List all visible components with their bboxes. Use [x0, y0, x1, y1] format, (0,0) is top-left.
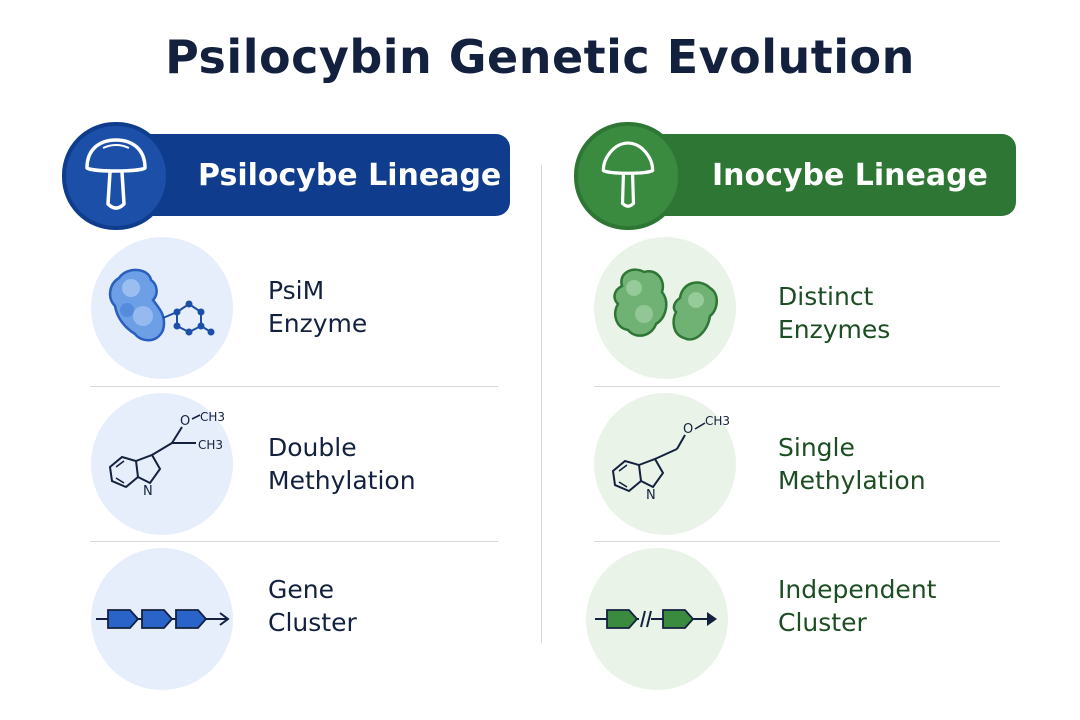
- distinct-enzymes-icon: [613, 268, 718, 341]
- inocybe-header-label: Inocybe Lineage: [712, 157, 988, 193]
- psilocybe-header-circle: [62, 122, 170, 230]
- row-label-line1: Double: [268, 433, 357, 462]
- nitrogen-label: N: [143, 484, 153, 499]
- row-label-line1: Distinct: [778, 282, 874, 311]
- row-separator: [90, 386, 498, 387]
- row-separator: [594, 386, 1000, 387]
- ch3-label: CH3: [705, 414, 730, 428]
- gene-cluster-circle: [91, 548, 233, 690]
- indole-double-methyl-icon: O CH3 CH3 N: [108, 410, 225, 499]
- ch3-label-a: CH3: [200, 410, 225, 424]
- single-methylation-label: Single Methylation: [778, 430, 926, 498]
- indole-single-methyl-icon: O CH3 N: [611, 414, 730, 503]
- psim-enzyme-circle: [91, 237, 233, 379]
- row-label-line2: Methylation: [268, 466, 416, 495]
- row-label-line2: Cluster: [778, 608, 867, 637]
- column-divider: [541, 165, 542, 643]
- mushroom-icon: [601, 141, 655, 208]
- double-methylation-label: Double Methylation: [268, 430, 416, 498]
- row-label-line2: Methylation: [778, 466, 926, 495]
- row-separator: [594, 541, 1000, 542]
- single-methylation-circle: O CH3 N: [594, 393, 736, 535]
- gene-cluster-label: Gene Cluster: [268, 572, 357, 640]
- enzyme-molecule-icon: [108, 268, 215, 342]
- oxygen-label: O: [180, 414, 190, 429]
- double-methylation-circle: O CH3 CH3 N: [91, 393, 233, 535]
- ch3-label-b: CH3: [198, 438, 223, 452]
- independent-cluster-label: Independent Cluster: [778, 572, 936, 640]
- row-label-line1: Gene: [268, 575, 334, 604]
- oxygen-label: O: [683, 422, 693, 437]
- psilocybe-header-label: Psilocybe Lineage: [198, 157, 502, 193]
- independent-cluster-circle: [586, 548, 728, 690]
- mushroom-icon: [85, 138, 147, 210]
- independent-cluster-icon: [595, 609, 717, 629]
- row-label-line2: Cluster: [268, 608, 357, 637]
- inocybe-header-circle: [574, 122, 682, 230]
- distinct-enzymes-label: Distinct Enzymes: [778, 279, 890, 347]
- page-title: Psilocybin Genetic Evolution: [165, 30, 915, 84]
- row-label-line1: Single: [778, 433, 855, 462]
- row-label-line2: Enzymes: [778, 315, 891, 344]
- row-label-line1: PsiM Enzyme: [268, 276, 368, 338]
- psim-enzyme-label: PsiM Enzyme: [268, 276, 367, 338]
- gene-cluster-icon: [96, 609, 230, 629]
- row-label-line1: Independent: [778, 575, 937, 604]
- nitrogen-label: N: [646, 488, 656, 503]
- distinct-enzymes-circle: [594, 237, 736, 379]
- row-separator: [90, 541, 498, 542]
